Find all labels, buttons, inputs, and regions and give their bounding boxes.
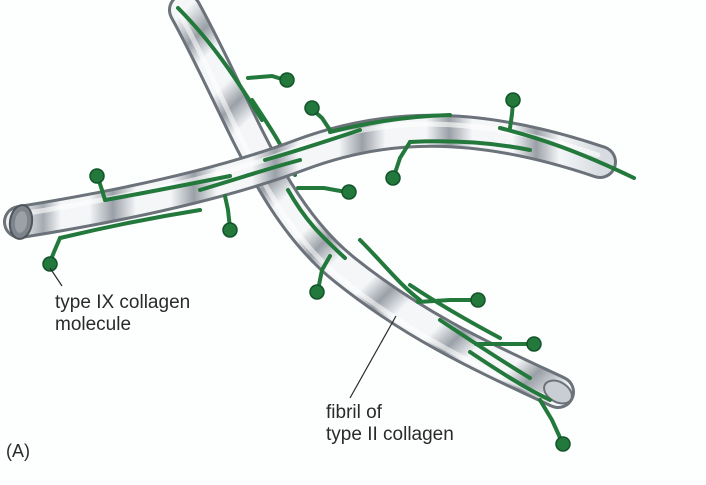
label-line: fibril of bbox=[326, 402, 382, 423]
label-line: molecule bbox=[55, 314, 132, 335]
label-line: type IX collagen bbox=[55, 292, 191, 313]
knob bbox=[279, 72, 295, 88]
leader-lines bbox=[49, 267, 397, 399]
knob bbox=[89, 168, 105, 184]
type-ix-knobs bbox=[42, 72, 571, 452]
knob bbox=[555, 436, 571, 452]
knob bbox=[385, 170, 401, 186]
knob bbox=[42, 256, 58, 272]
knob bbox=[222, 222, 238, 238]
leader-fibril bbox=[349, 315, 397, 399]
label-fibril-type-ii: fibril of type II collagen bbox=[326, 402, 454, 446]
knob bbox=[470, 292, 486, 308]
fibril-diagonal bbox=[168, 0, 575, 409]
label-line: type II collagen bbox=[326, 424, 454, 445]
panel-label: (A) bbox=[6, 441, 30, 461]
leader-type-ix bbox=[49, 267, 63, 287]
knob bbox=[505, 92, 521, 108]
knob bbox=[304, 100, 320, 116]
label-type-ix-collagen: type IX collagen molecule bbox=[55, 292, 190, 336]
type-ix-molecules-horizontal bbox=[48, 100, 636, 264]
knob bbox=[309, 284, 325, 300]
knob bbox=[526, 336, 542, 352]
knob bbox=[341, 184, 357, 200]
fibril-horizontal bbox=[3, 113, 617, 240]
